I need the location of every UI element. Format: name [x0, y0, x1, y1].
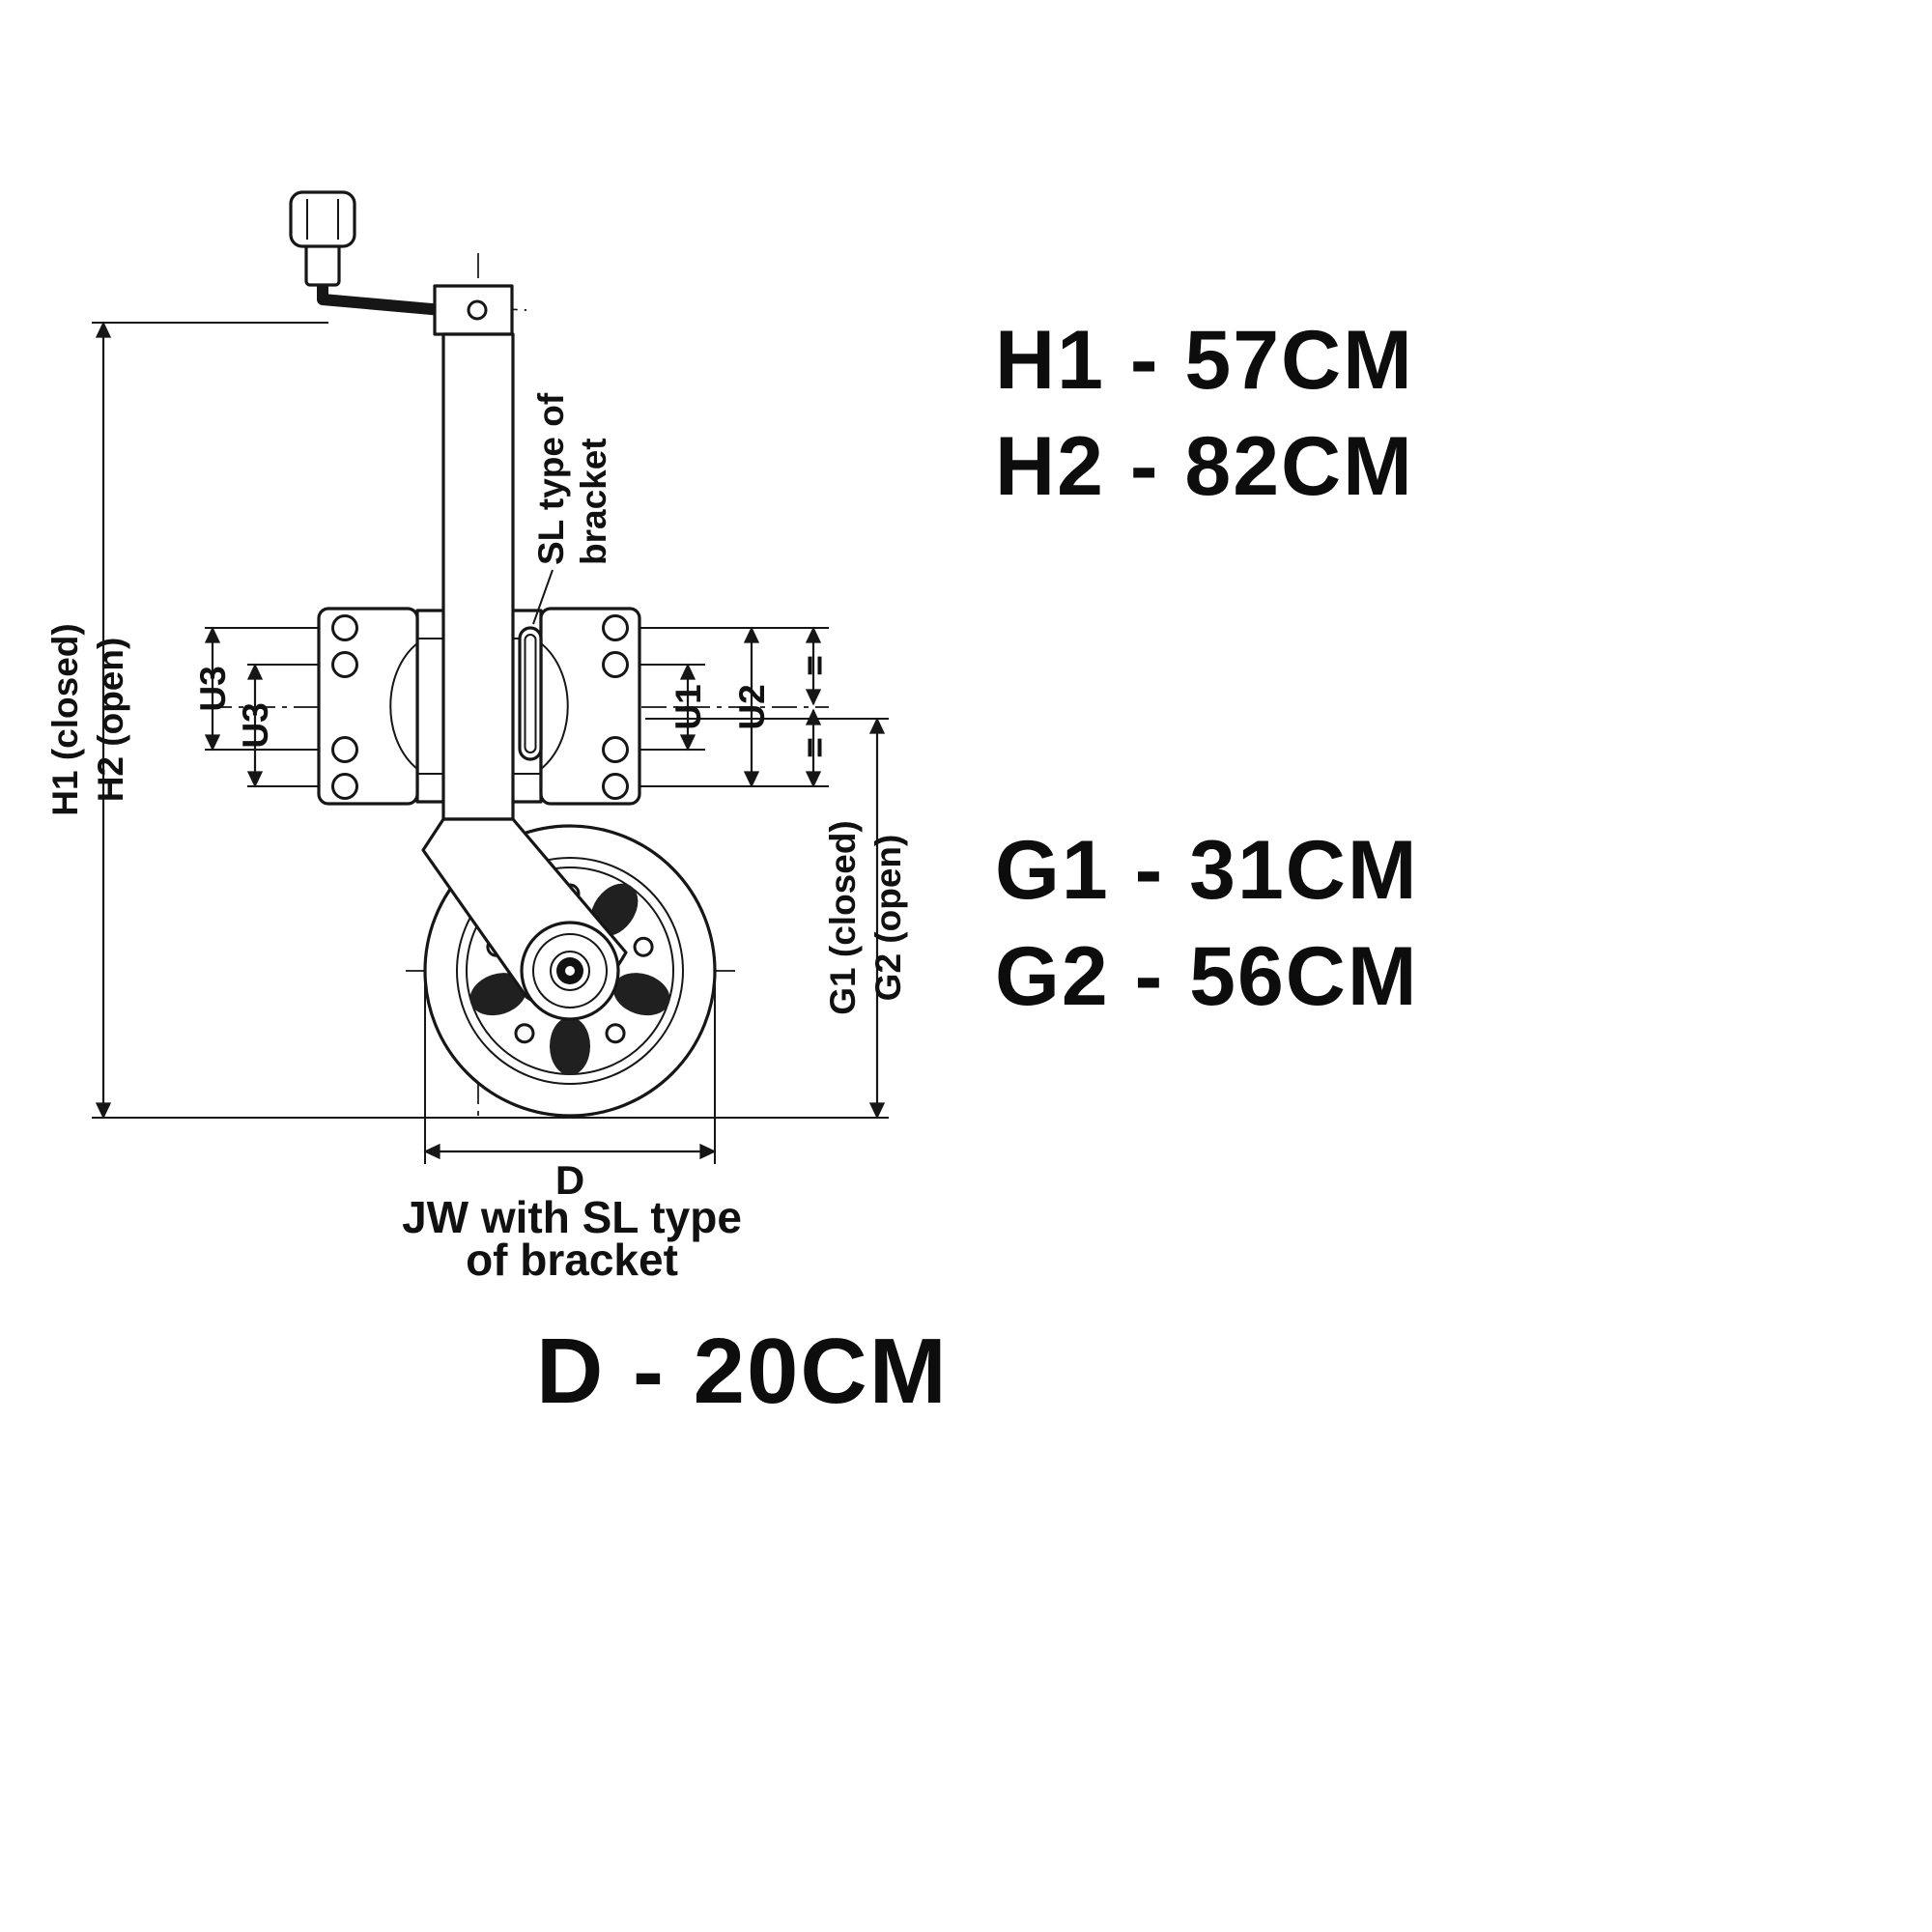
caption-line2: of bracket — [466, 1235, 678, 1285]
label-d: D — [555, 1157, 584, 1203]
left-plate-bolt-holes — [331, 614, 358, 800]
label-h1-closed: H1 (closed) — [45, 623, 85, 815]
tire-inner — [456, 857, 684, 1085]
drawing-caption: JW with SL type of bracket — [402, 1192, 742, 1285]
label-u3-inner: U3 — [236, 702, 275, 748]
label-equal-lower: = — [795, 737, 835, 758]
label-equal-upper: = — [795, 655, 835, 676]
label-g2-open: G2 (open) — [868, 835, 908, 1002]
right-plate-notch — [540, 642, 569, 770]
label-h2-open: H2 (open) — [91, 638, 130, 803]
label-sl-line2: bracket — [574, 438, 613, 565]
label-u2: U2 — [732, 684, 772, 729]
crank-knob-neck — [304, 241, 341, 287]
right-mount-plate — [539, 607, 641, 806]
label-g1-closed: G1 (closed) — [823, 820, 863, 1015]
wheel-hub — [520, 921, 620, 1021]
crank-arm — [317, 283, 443, 316]
sl-leader-line — [532, 569, 554, 625]
caption-line1: JW with SL type — [402, 1192, 742, 1242]
winch-housing — [433, 284, 514, 336]
label-sl-line1: SL type of — [531, 392, 571, 565]
left-plate-notch — [389, 642, 418, 770]
crank-handle — [289, 190, 443, 316]
sl-bracket-callout: SL type of bracket — [531, 392, 613, 625]
spec-d: D - 20CM — [536, 1320, 949, 1423]
spec-values: H1 - 57CM H2 - 82CM G1 - 31CM G2 - 56CM … — [536, 314, 1419, 1423]
gear-axle-hole — [467, 299, 488, 321]
label-u1: U1 — [668, 684, 708, 729]
spec-h1: H1 - 57CM — [995, 314, 1414, 407]
spec-g2: G2 - 56CM — [995, 930, 1419, 1023]
left-mount-plate — [317, 607, 419, 806]
spec-h2: H2 - 82CM — [995, 420, 1414, 513]
dimension-lines — [95, 321, 886, 1160]
right-plate-bolt-holes — [602, 614, 629, 800]
spec-g1: G1 - 31CM — [995, 824, 1419, 917]
label-u3-outer: U3 — [193, 666, 233, 711]
dimension-labels: H1 (closed) H2 (open) G1 (closed) G2 (op… — [45, 623, 908, 1203]
crank-knob — [289, 190, 356, 248]
sl-slot — [518, 626, 543, 761]
outer-tube — [441, 332, 515, 821]
